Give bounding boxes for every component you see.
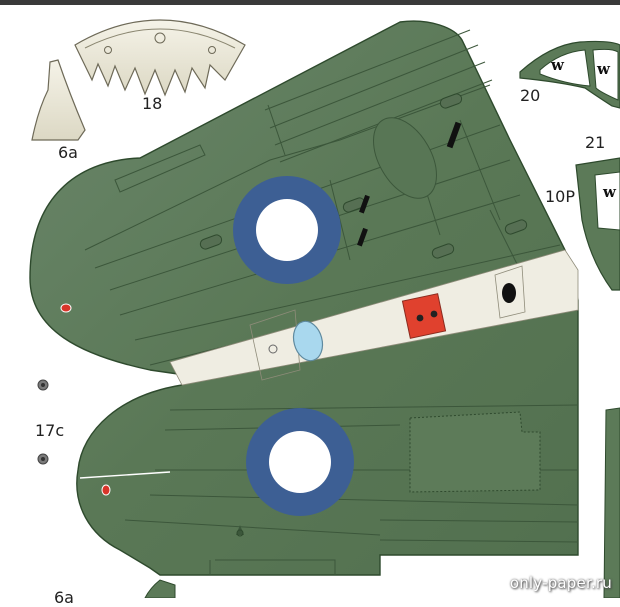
nav-light-red [60, 303, 72, 313]
wing-part [29, 20, 579, 576]
top-border [0, 0, 620, 5]
label-6a: 6a [58, 143, 78, 162]
label-17c: 17c [35, 421, 65, 440]
dashed-panel [409, 411, 541, 493]
small-hole [268, 344, 278, 354]
fairing-ellipse [373, 117, 437, 199]
part-edge-bottom [144, 579, 176, 598]
marking-w-3: w [603, 183, 616, 201]
label-21: 21 [585, 133, 606, 152]
part-18 [74, 19, 246, 97]
part-edge-right [603, 407, 620, 598]
marking-w-1: w [551, 56, 564, 74]
part-6a [31, 59, 86, 141]
nav-light-red-lower [101, 484, 111, 496]
red-patch [401, 293, 447, 339]
label-10p: 10P [545, 187, 576, 206]
wing-stripe [169, 249, 579, 386]
black-hole [502, 283, 516, 303]
black-slots [357, 121, 462, 247]
canopy [292, 320, 324, 362]
label-18: 18 [142, 94, 163, 113]
marking-w-2: w [597, 60, 610, 78]
watermark: only-paper.ru [509, 574, 612, 592]
part-17c [37, 379, 49, 465]
label-20: 20 [520, 86, 541, 105]
part-20 [519, 40, 620, 109]
part-21 [575, 157, 620, 291]
